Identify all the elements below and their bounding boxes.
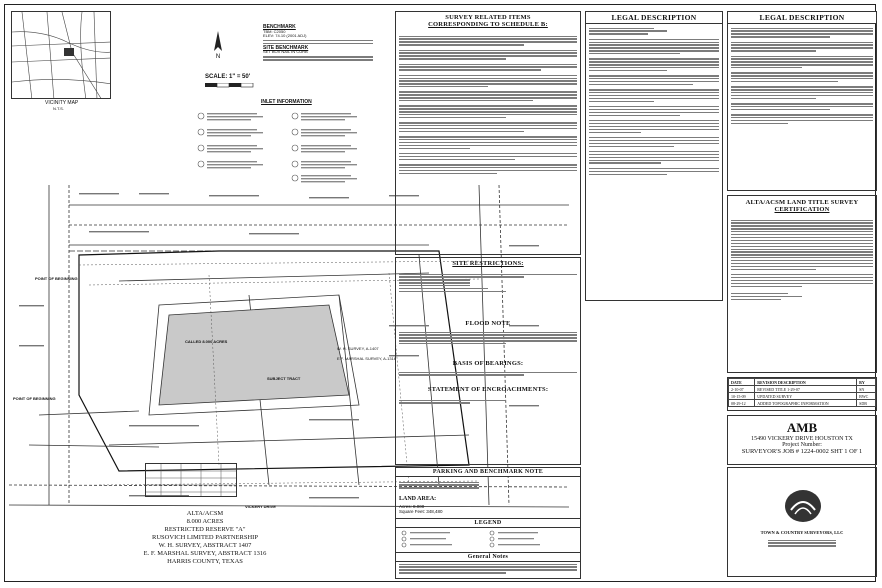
site-benchmark-line: SET BOX NAIL IN CURB <box>263 49 308 55</box>
point-of-beginning-label-2: POINT OF BEGINNING <box>13 396 56 401</box>
legal-description-title-2: LEGAL DESCRIPTION <box>728 12 876 24</box>
land-sqft-label: Square Feet: <box>399 509 426 514</box>
revision-header-date: DATE <box>728 378 756 386</box>
benchmark-title: BENCHMARK <box>263 24 296 30</box>
inlet-info-title: INLET INFORMATION <box>261 99 312 105</box>
basis-bearings-title: BASIS OF BEARINGS: <box>452 360 524 367</box>
certification-title-1: ALTA/ACSM LAND TITLE SURVEY <box>745 199 859 206</box>
certification-panel: ALTA/ACSM LAND TITLE SURVEY CERTIFICATIO… <box>727 195 877 373</box>
point-of-beginning-label: POINT OF BEGINNING <box>35 276 78 281</box>
inlet-info-table <box>197 112 357 183</box>
land-acres-label: Acres: <box>399 504 412 509</box>
site-restrictions-panel: SITE RESTRICTIONS: FLOOD NOTE BASIS OF B… <box>395 257 581 465</box>
project-address: 15490 VICKERY DRIVE HOUSTON TX <box>751 436 853 442</box>
survey-line-label: W. H. SURVEY, A-1407 <box>337 346 379 351</box>
project-number-label: Project Number: <box>782 442 822 448</box>
legend-title: LEGEND <box>396 518 580 528</box>
subject-tract-label: SUBJECT TRACT <box>267 376 301 381</box>
project-block: AMB 15490 VICKERY DRIVE HOUSTON TX Proje… <box>727 415 877 465</box>
title-line: HARRIS COUNTY, TEXAS <box>167 558 243 565</box>
land-area-title: LAND AREA: <box>399 496 437 502</box>
title-line: RESTRICTED RESERVE "A" <box>164 526 246 533</box>
general-notes-title: General Notes <box>396 552 580 562</box>
title-line: ALTA/ACSM <box>186 510 224 517</box>
building-footprint <box>158 304 350 406</box>
vicinity-map-title: VICINITY MAP <box>45 100 79 106</box>
land-sqft-value: 348,480 <box>426 509 443 514</box>
site-restrictions-title: SITE RESTRICTIONS: <box>452 260 524 267</box>
parking-panel: PARKING AND BENCHMARK NOTE LAND AREA: Ac… <box>395 467 581 579</box>
legend-symbols <box>401 530 540 548</box>
surveyor-job-number: SURVEYOR'S JOB # 1224-0002 SHT 1 OF 1 <box>741 448 863 455</box>
flood-note-title: FLOOD NOTE <box>465 320 511 327</box>
vicinity-map-scale: N.T.S. <box>53 106 64 111</box>
curve-table <box>145 463 237 497</box>
called-acres-label: CALLED 8.000 ACRES <box>185 339 228 344</box>
company-name: TOWN & COUNTRY SURVEYORS, LLC <box>760 530 844 535</box>
vicinity-map-drawing <box>12 12 110 98</box>
road-label: VICKERY DRIVE <box>245 504 276 509</box>
certification-title-2: CERTIFICATION <box>774 206 830 213</box>
title-line: W. H. SURVEY, ABSTRACT 1407 <box>158 542 252 549</box>
benchmark-line: TBM: C2050 <box>263 28 286 34</box>
title-line: 8.000 ACRES <box>186 518 224 525</box>
schedule-b-panel: SURVEY RELATED ITEMS CORRESPONDING TO SC… <box>395 11 581 255</box>
encroachments-title: STATEMENT OF ENCROACHMENTS: <box>427 386 549 393</box>
drawing-scale: SCALE: 1" = 50' <box>205 74 251 80</box>
north-arrow-icon: N <box>214 31 222 59</box>
schedule-b-title-2: CORRESPONDING TO SCHEDULE B: <box>428 21 548 28</box>
land-acres-value: 8.000 <box>413 504 425 509</box>
survey-sheet: VICINITY MAP N.T.S. N SCALE: 1" = 50' BE… <box>4 4 877 582</box>
title-line: RUSOVICH LIMITED PARTNERSHIP <box>152 534 258 541</box>
scale-bar <box>205 83 254 88</box>
parking-title: PARKING AND BENCHMARK NOTE <box>396 468 580 477</box>
legal-description-panel-2: LEGAL DESCRIPTION <box>727 11 877 191</box>
legal-description-title-1: LEGAL DESCRIPTION <box>586 12 722 24</box>
benchmark-line: ELEV: 74.10 (2001 ADJ) <box>263 33 307 38</box>
site-benchmark-title: SITE BENCHMARK <box>263 44 309 51</box>
schedule-b-title-1: SURVEY RELATED ITEMS <box>445 14 531 21</box>
company-logo-icon <box>785 490 821 522</box>
plat-title-block: ALTA/ACSM 8.000 ACRES RESTRICTED RESERVE… <box>105 510 305 566</box>
svg-text:N: N <box>216 54 220 59</box>
legal-description-panel-1: LEGAL DESCRIPTION <box>585 11 723 301</box>
survey-line-label-2: E.F. MARSHAL SURVEY, A-1316 <box>337 356 397 361</box>
vicinity-map <box>11 11 111 99</box>
company-block: TOWN & COUNTRY SURVEYORS, LLC <box>727 467 877 577</box>
revision-header-desc: REVISION DESCRIPTION <box>754 378 858 386</box>
title-line: E. F. MARSHAL SURVEY, ABSTRACT 1316 <box>143 550 267 557</box>
revision-header-by: BY <box>856 378 876 386</box>
client-name: AMB <box>786 420 818 435</box>
benchmark-block: BENCHMARK TBM: C2050 ELEV: 74.10 (2001 A… <box>263 25 383 62</box>
